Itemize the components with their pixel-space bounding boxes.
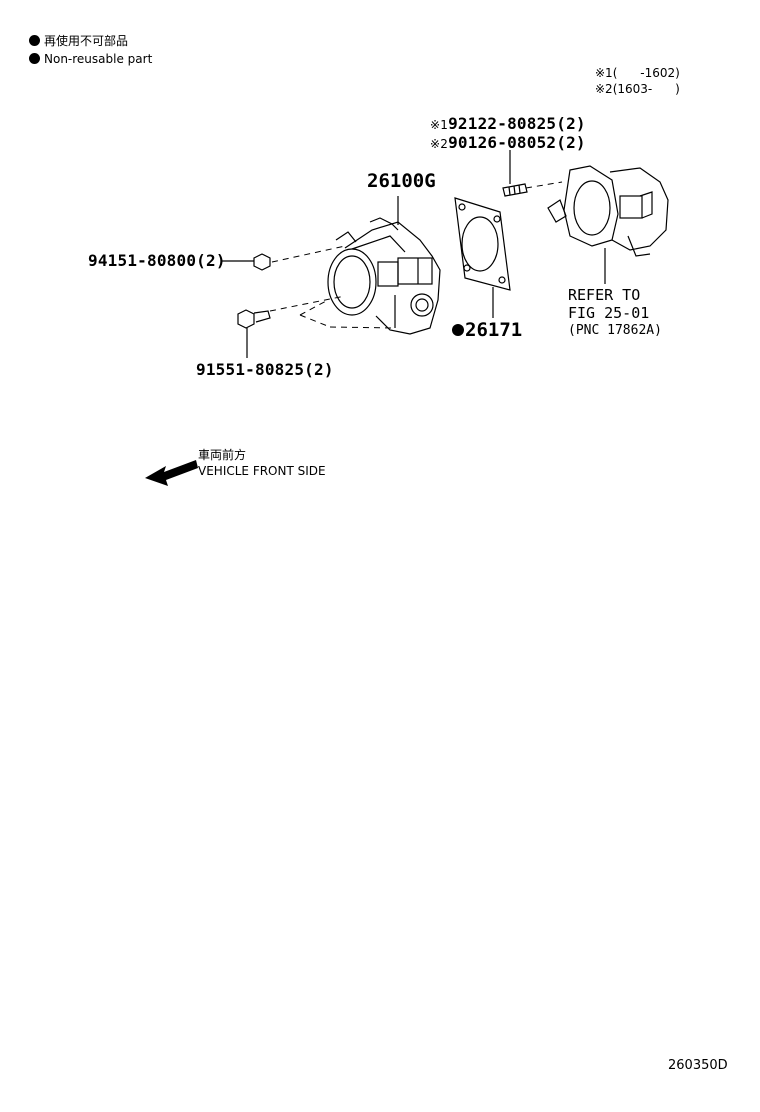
gasket-number: 26171 <box>465 319 523 341</box>
note-1-mark: ※1 <box>595 66 613 80</box>
bolt-drawing <box>237 309 271 358</box>
stud-1-number: 92122-80825(2) <box>448 114 586 133</box>
note-2-text: (1603- ) <box>612 82 680 96</box>
non-reusable-dot-icon <box>452 324 464 336</box>
refer-line-3: (PNC 17862A) <box>568 323 662 338</box>
direction-jp: 車両前方 <box>198 448 247 462</box>
label-throttle-body: 26100G <box>367 170 436 192</box>
label-stud-1: ※192122-80825(2) <box>430 114 586 133</box>
legend-jp-text: 再使用不可部品 <box>44 34 129 48</box>
refer-line-2: FIG 25-01 <box>568 304 650 322</box>
stud-drawing <box>502 183 528 197</box>
note-2-mark: ※2 <box>595 82 613 96</box>
legend-line-en: Non-reusable part <box>29 52 152 66</box>
intake-chamber-drawing <box>547 165 669 257</box>
label-stud-2: ※290126-08052(2) <box>430 133 586 152</box>
note-1: ※1( -1602) <box>595 66 680 80</box>
direction-en: VEHICLE FRONT SIDE <box>198 464 326 478</box>
nut-drawing <box>222 253 271 271</box>
stud-1-mark: ※1 <box>430 118 449 132</box>
note-2: ※2(1603- ) <box>595 82 680 96</box>
label-bolt: 91551-80825(2) <box>196 360 334 379</box>
legend-line-jp: 再使用不可部品 <box>29 32 128 49</box>
non-reusable-dot-icon <box>29 53 40 64</box>
figure-code: 260350D <box>668 1058 728 1073</box>
note-1-text: ( -1602) <box>612 66 680 80</box>
stud-2-number: 90126-08052(2) <box>448 133 586 152</box>
non-reusable-dot-icon <box>29 35 40 46</box>
label-nut: 94151-80800(2) <box>88 251 226 270</box>
stud-2-mark: ※2 <box>430 137 449 151</box>
throttle-body-drawing <box>327 217 441 335</box>
label-gasket: 26171 <box>452 319 522 341</box>
gasket-drawing <box>454 197 511 291</box>
legend-en-text: Non-reusable part <box>44 52 153 66</box>
refer-line-1: REFER TO <box>568 286 641 304</box>
front-direction-arrow-icon <box>145 460 198 486</box>
